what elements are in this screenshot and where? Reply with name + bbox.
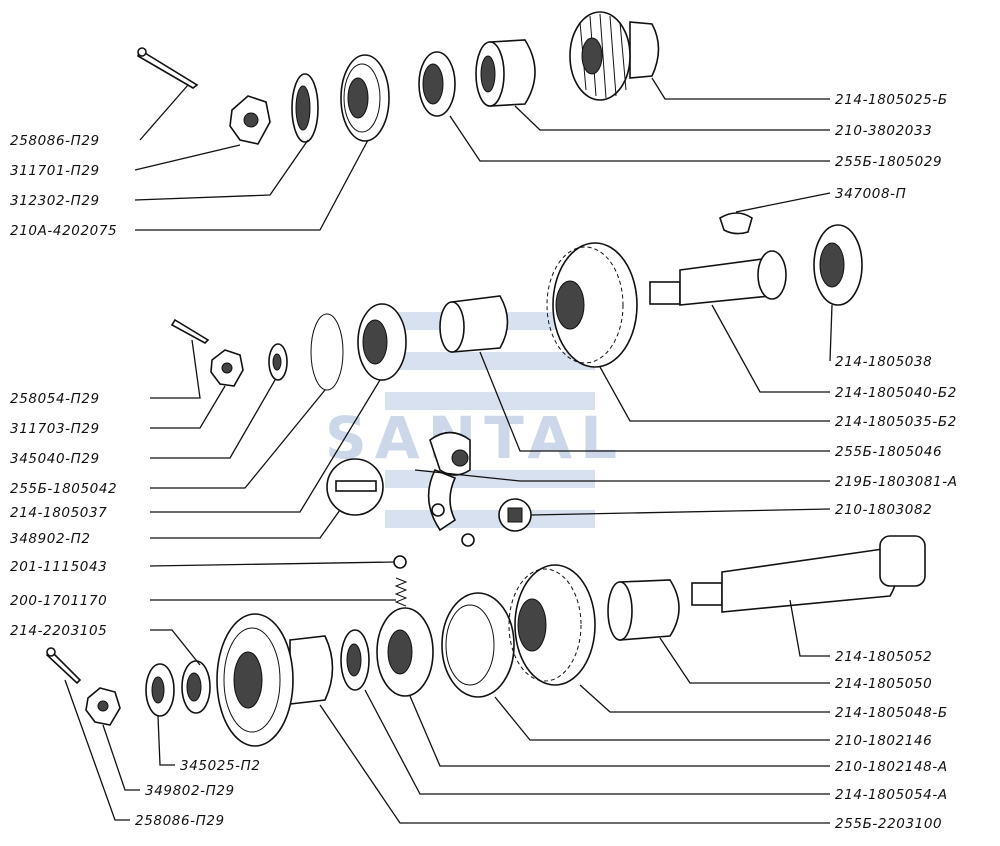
- label-258086-bottom: 258086-П29: [135, 813, 225, 829]
- gear-214-1805035-B2: [546, 242, 638, 368]
- shaft-214-1805052: [691, 535, 926, 613]
- bolt-348902-detail: [326, 458, 384, 516]
- key-347008: [719, 212, 753, 235]
- bushing-255B-1805046: [439, 295, 509, 353]
- bearing-255B-1805029: [418, 51, 456, 117]
- part-labels: 258086-П29 311701-П29 312302-П29 210А-42…: [10, 92, 958, 832]
- washer-345025: [145, 663, 175, 717]
- bushing-214-1805050: [607, 579, 680, 641]
- label-214-1805038: 214-1805038: [835, 354, 932, 370]
- label-210-1803082: 210-1803082: [835, 502, 932, 518]
- washer-312302: [291, 73, 319, 143]
- label-214-1805035-B2: 214-1805035-Б2: [835, 414, 957, 430]
- label-347008: 347008-П: [835, 186, 906, 202]
- washer-214-1805054-A: [340, 629, 370, 691]
- label-210-3802033: 210-3802033: [835, 123, 932, 139]
- label-255B-2203100: 255Б-2203100: [835, 816, 942, 832]
- snap-ring-255B-1805042: [310, 313, 344, 391]
- cotter-pin-bottom: [45, 647, 82, 685]
- sleeve-210-1802146: [441, 592, 515, 698]
- watermark-text: SANTAL: [325, 404, 625, 472]
- label-214-2203105: 214-2203105: [10, 623, 107, 639]
- flange-255B-2203100: [216, 613, 334, 747]
- washer-345040: [268, 343, 288, 381]
- label-201-1115043: 201-1115043: [10, 559, 107, 575]
- gear-210-1802148-A: [376, 607, 434, 697]
- label-214-1805025-B: 214-1805025-Б: [835, 92, 948, 108]
- label-210A-4202075: 210А-4202075: [10, 223, 117, 239]
- shift-fork-219B-1803081-A: [427, 431, 475, 547]
- label-348902: 348902-П2: [10, 531, 91, 547]
- label-219B-1803081-A: 219Б-1803081-А: [835, 474, 958, 490]
- cotter-pin-top: [137, 47, 199, 89]
- label-255B-1805029: 255Б-1805029: [835, 154, 942, 170]
- label-312302: 312302-П29: [10, 193, 100, 209]
- label-255B-1805046: 255Б-1805046: [835, 444, 942, 460]
- label-214-1805054-A: 214-1805054-А: [835, 787, 948, 803]
- label-200-1701170: 200-1701170: [10, 593, 107, 609]
- ball-201-1115043: [393, 555, 407, 569]
- label-214-1805050: 214-1805050: [835, 676, 932, 692]
- castle-nut-311701: [229, 95, 271, 145]
- shaft-214-1805040-B2: [649, 250, 787, 306]
- spring-200-1701170: [394, 577, 408, 607]
- label-258086-top: 258086-П29: [10, 133, 100, 149]
- label-349802: 349802-П29: [145, 783, 235, 799]
- castle-nut-349802: [85, 687, 121, 726]
- label-214-1805037: 214-1805037: [10, 505, 107, 521]
- pin-210-1803082-detail: [498, 498, 532, 532]
- label-214-1805040-B2: 214-1805040-Б2: [835, 385, 957, 401]
- label-311701: 311701-П29: [10, 163, 100, 179]
- label-214-1805052: 214-1805052: [835, 649, 932, 665]
- label-258054: 258054-П29: [10, 391, 100, 407]
- bearing-214-1805038: [813, 224, 863, 306]
- bushing-210-3802033: [475, 39, 536, 107]
- cotter-pin-middle: [170, 318, 210, 344]
- label-210-1802146: 210-1802146: [835, 733, 932, 749]
- label-210-1802148-A: 210-1802148-А: [835, 759, 948, 775]
- label-345040: 345040-П29: [10, 451, 100, 467]
- castle-nut-311703: [210, 349, 244, 387]
- label-345025: 345025-П2: [180, 758, 261, 774]
- leader-lines: [64, 77, 833, 824]
- bearing-210A-4202075: [340, 54, 390, 142]
- gear-214-1805048-B: [508, 564, 596, 686]
- bearing-214-1805037: [357, 303, 407, 381]
- helical-gear-214-1805025-B: [569, 11, 660, 101]
- washer-214-2203105: [181, 660, 211, 714]
- label-214-1805048-B: 214-1805048-Б: [835, 705, 948, 721]
- label-255B-1805042: 255Б-1805042: [10, 481, 117, 497]
- label-311703: 311703-П29: [10, 421, 100, 437]
